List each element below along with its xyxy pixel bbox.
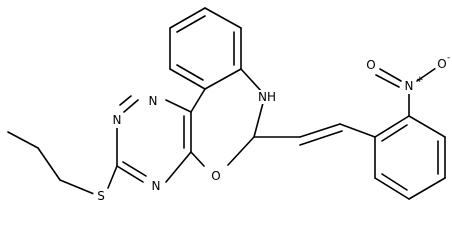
amine-nh: NH xyxy=(256,90,278,104)
atom-o-label: O xyxy=(211,169,220,183)
atom-n-label: N xyxy=(113,113,122,127)
bond xyxy=(59,179,95,195)
nitro-oxygen-2: O - xyxy=(434,53,450,72)
bond xyxy=(253,102,264,138)
negative-charge: - xyxy=(447,53,450,63)
atom-labels: N N N O NH S N + O xyxy=(93,53,450,204)
bond xyxy=(123,99,139,113)
triazine-nitrogen-3: N xyxy=(148,178,164,194)
bond xyxy=(227,136,255,166)
bond xyxy=(107,165,118,189)
bond xyxy=(416,67,437,82)
atom-n-label: N xyxy=(405,79,414,93)
bond xyxy=(190,88,206,113)
nitro-nitrogen: N + xyxy=(401,75,424,94)
nitro-oxygen-1: O xyxy=(363,57,379,73)
structure-diagram: N N N O NH S N + O xyxy=(7,7,450,204)
atom-n-label: N xyxy=(149,94,158,108)
bond xyxy=(379,68,402,82)
bonds xyxy=(7,7,446,200)
atom-o-label: O xyxy=(366,58,375,72)
bond xyxy=(116,165,144,183)
bond xyxy=(165,99,192,113)
atom-nh-label: NH xyxy=(258,90,276,104)
bond xyxy=(169,68,206,90)
molecule-drawing: N N N O NH S N + O xyxy=(7,7,450,204)
triazine-nitrogen-1: N xyxy=(145,93,161,109)
thioether-sulfur: S xyxy=(93,188,109,204)
bond xyxy=(375,74,400,88)
bond xyxy=(165,151,192,183)
bond xyxy=(299,130,343,146)
bond xyxy=(339,123,376,138)
bond xyxy=(7,131,39,149)
bond xyxy=(374,177,410,200)
bond xyxy=(408,115,446,138)
atom-o-label: O xyxy=(437,57,446,71)
ring-oxygen: O xyxy=(208,168,224,184)
atom-s-label: S xyxy=(97,189,105,203)
bond xyxy=(176,15,206,33)
bond xyxy=(204,7,242,29)
bond xyxy=(190,151,205,167)
bond xyxy=(381,124,408,142)
bond xyxy=(204,68,242,90)
bond xyxy=(408,177,446,200)
bond xyxy=(119,95,132,106)
atom-n-label: N xyxy=(152,179,161,193)
positive-charge: + xyxy=(416,75,424,85)
bond xyxy=(299,123,341,138)
bond xyxy=(381,173,408,191)
bond xyxy=(37,147,61,181)
triazine-nitrogen-2: N xyxy=(109,112,125,128)
bond xyxy=(176,64,204,81)
bond xyxy=(374,115,410,138)
bond xyxy=(169,7,206,29)
bond xyxy=(122,161,147,177)
bond xyxy=(240,68,263,93)
